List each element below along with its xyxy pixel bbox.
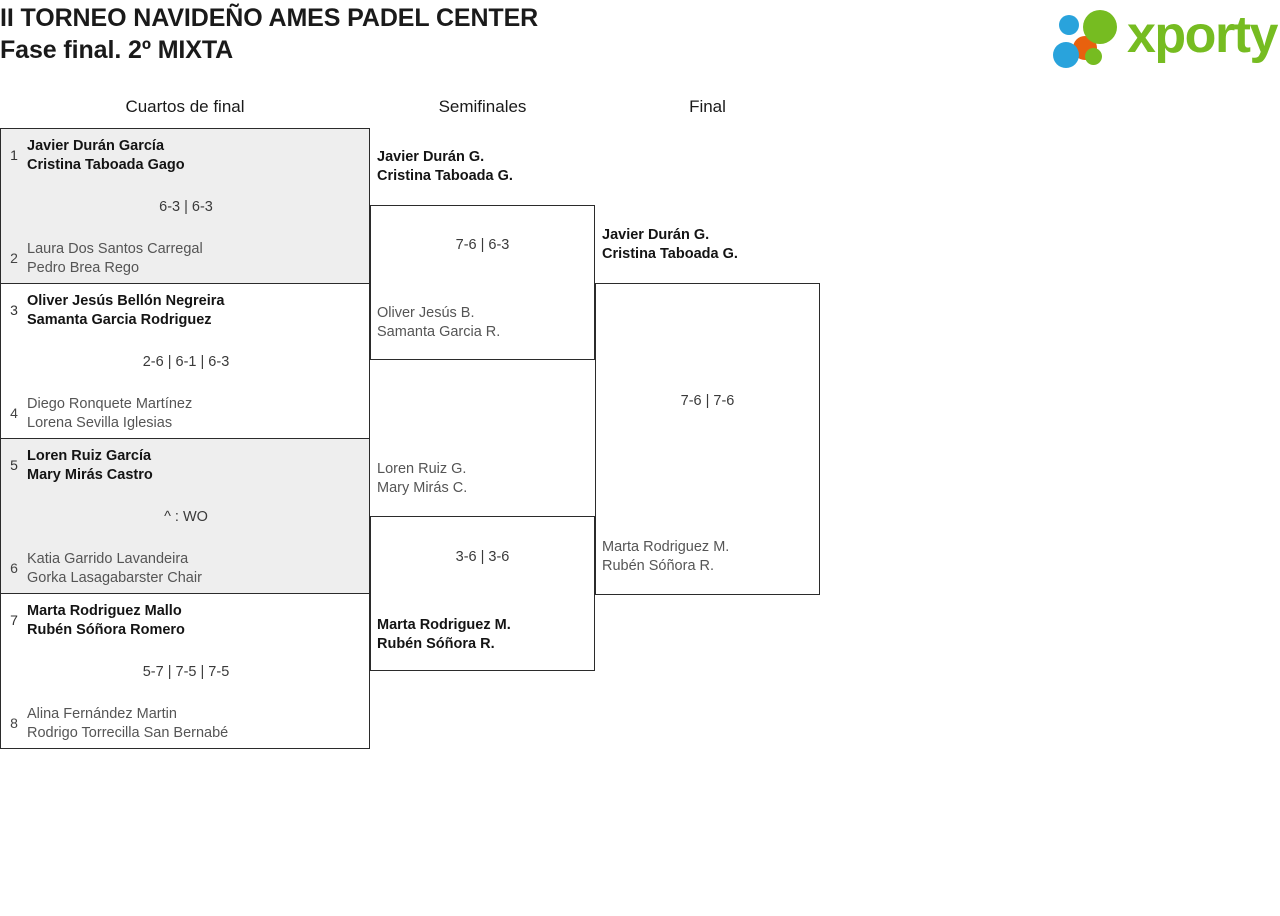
match-participant-top[interactable]: 7 Marta Rodriguez Mallo Rubén Sóñora Rom… (1, 602, 371, 639)
player-name-1: Javier Durán García (27, 138, 165, 154)
match-score: 2-6 | 6-1 | 6-3 (142, 354, 230, 370)
player-name-2: Pedro Brea Rego (27, 259, 140, 276)
participant-names: Loren Ruiz García Mary Mirás Castro (27, 447, 153, 484)
tournament-name: II TORNEO NAVIDEÑO AMES PADEL CENTER (0, 4, 539, 32)
player-name-1: Katia Garrido Lavandeira (27, 551, 189, 567)
semifinal-2-participant-top[interactable]: Loren Ruiz G. Mary Mirás C. (377, 460, 592, 497)
round-header-quarterfinals: Cuartos de final (125, 97, 245, 116)
player-name-2: Cristina Taboada Gago (27, 156, 185, 173)
match-quarterfinal-2[interactable]: 3 Oliver Jesús Bellón Negreira Samanta G… (0, 283, 370, 438)
match-participant-top[interactable]: 1 Javier Durán García Cristina Taboada G… (1, 137, 371, 174)
logo-dot-blue-small-icon (1059, 15, 1079, 35)
player-name-2: Gorka Lasagabarster Chair (27, 569, 202, 586)
player-name-2: Rodrigo Torrecilla San Bernabé (27, 724, 229, 741)
participant-names: Marta Rodriguez Mallo Rubén Sóñora Romer… (27, 602, 185, 639)
logo-dot-green-large-icon (1083, 10, 1117, 44)
seed-number: 7 (10, 612, 18, 628)
semifinal-1-score: 7-6 | 6-3 (455, 237, 510, 253)
participant-names: Katia Garrido Lavandeira Gorka Lasagabar… (27, 550, 202, 587)
player-name-1: Oliver Jesús B. (377, 305, 475, 321)
semifinal-1-participant-bottom[interactable]: Oliver Jesús B. Samanta Garcia R. (377, 304, 592, 341)
match-participant-top[interactable]: 3 Oliver Jesús Bellón Negreira Samanta G… (1, 292, 371, 329)
final-participant-bottom[interactable]: Marta Rodriguez M. Rubén Sóñora R. (602, 538, 820, 575)
player-name-2: Rubén Sóñora R. (377, 635, 495, 652)
match-semifinal-1[interactable] (370, 205, 595, 360)
player-name-2: Mary Mirás Castro (27, 466, 153, 483)
match-participant-bottom[interactable]: 8 Alina Fernández Martin Rodrigo Torreci… (1, 705, 371, 742)
player-name-2: Lorena Sevilla Iglesias (27, 414, 173, 431)
semifinal-2-participant-bottom[interactable]: Marta Rodriguez M. Rubén Sóñora R. (377, 616, 592, 653)
tournament-phase: Fase final. 2º MIXTA (0, 36, 234, 64)
bracket-grid: 1 Javier Durán García Cristina Taboada G… (0, 128, 830, 758)
player-name-2: Cristina Taboada G. (377, 167, 513, 184)
logo-dot-blue-large-icon (1053, 42, 1079, 68)
player-name-1: Loren Ruiz G. (377, 461, 467, 477)
match-score: 6-3 | 6-3 (159, 199, 213, 215)
xporty-logo[interactable]: xporty (1049, 4, 1278, 70)
match-participant-bottom[interactable]: 2 Laura Dos Santos Carregal Pedro Brea R… (1, 240, 371, 277)
player-name-1: Diego Ronquete Martínez (27, 396, 193, 412)
participant-names: Oliver Jesús Bellón Negreira Samanta Gar… (27, 292, 224, 329)
participant-names: Javier Durán García Cristina Taboada Gag… (27, 137, 185, 174)
seed-number: 8 (10, 715, 18, 731)
player-name-1: Javier Durán G. (602, 227, 710, 243)
player-name-2: Samanta Garcia R. (377, 323, 501, 340)
final-score: 7-6 | 7-6 (680, 393, 735, 409)
player-name-1: Marta Rodriguez M. (602, 539, 730, 555)
match-final[interactable] (595, 283, 820, 595)
semifinal-2-score: 3-6 | 3-6 (455, 549, 510, 565)
player-name-2: Rubén Sóñora R. (602, 557, 715, 574)
final-participant-top[interactable]: Javier Durán G. Cristina Taboada G. (602, 226, 820, 263)
player-name-2: Mary Mirás C. (377, 479, 468, 496)
participant-names: Laura Dos Santos Carregal Pedro Brea Reg… (27, 240, 203, 277)
semifinal-1-participant-top[interactable]: Javier Durán G. Cristina Taboada G. (377, 148, 592, 185)
seed-number: 3 (10, 302, 18, 318)
player-name-2: Rubén Sóñora Romero (27, 621, 185, 638)
match-semifinal-2[interactable] (370, 516, 595, 671)
player-name-1: Alina Fernández Martin (27, 706, 177, 722)
seed-number: 1 (10, 147, 18, 163)
match-participant-bottom[interactable]: 4 Diego Ronquete Martínez Lorena Sevilla… (1, 395, 371, 432)
logo-dots-icon (1051, 8, 1133, 68)
match-quarterfinal-4[interactable]: 7 Marta Rodriguez Mallo Rubén Sóñora Rom… (0, 593, 370, 749)
logo-dot-green-small-icon (1085, 48, 1102, 65)
seed-number: 4 (10, 405, 18, 421)
player-name-1: Loren Ruiz García (27, 448, 152, 464)
match-quarterfinal-3[interactable]: 5 Loren Ruiz García Mary Mirás Castro ^ … (0, 438, 370, 593)
logo-wordmark: xporty (1127, 6, 1278, 64)
player-name-1: Marta Rodriguez Mallo (27, 603, 182, 619)
tournament-title-block: II TORNEO NAVIDEÑO AMES PADEL CENTER Fas… (0, 2, 538, 66)
participant-names: Alina Fernández Martin Rodrigo Torrecill… (27, 705, 228, 742)
seed-number: 5 (10, 457, 18, 473)
player-name-1: Marta Rodriguez M. (377, 617, 511, 633)
match-score: ^ : WO (164, 509, 208, 525)
match-participant-top[interactable]: 5 Loren Ruiz García Mary Mirás Castro (1, 447, 371, 484)
match-participant-bottom[interactable]: 6 Katia Garrido Lavandeira Gorka Lasagab… (1, 550, 371, 587)
seed-number: 2 (10, 250, 18, 266)
participant-names: Diego Ronquete Martínez Lorena Sevilla I… (27, 395, 192, 432)
player-name-1: Laura Dos Santos Carregal (27, 241, 203, 257)
match-quarterfinal-1[interactable]: 1 Javier Durán García Cristina Taboada G… (0, 128, 370, 283)
page-header: II TORNEO NAVIDEÑO AMES PADEL CENTER Fas… (0, 0, 1280, 86)
player-name-2: Samanta Garcia Rodriguez (27, 311, 212, 328)
round-header-semifinals: Semifinales (438, 97, 527, 116)
player-name-2: Cristina Taboada G. (602, 245, 738, 262)
player-name-1: Oliver Jesús Bellón Negreira (27, 293, 225, 309)
seed-number: 6 (10, 560, 18, 576)
player-name-1: Javier Durán G. (377, 149, 485, 165)
round-header-final: Final (689, 97, 726, 116)
match-score: 5-7 | 7-5 | 7-5 (142, 664, 230, 680)
